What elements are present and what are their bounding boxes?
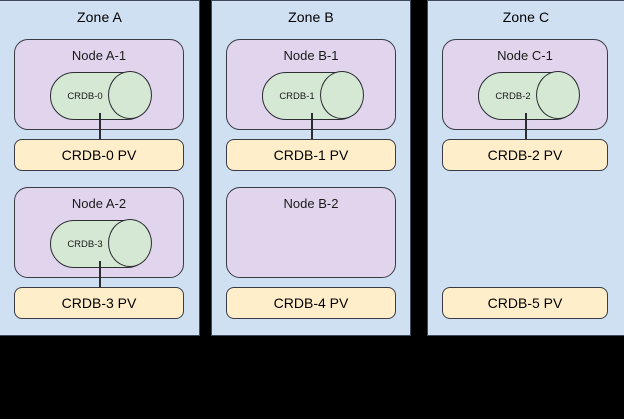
- node-box-b-2[interactable]: Node B-2: [226, 187, 396, 278]
- database-label-crdb-0: CRDB-0: [67, 90, 103, 102]
- zone-title-c: Zone C: [502, 9, 550, 25]
- database-label-crdb-1: CRDB-1: [279, 90, 315, 102]
- node-label-a-1: Node A-1: [71, 48, 127, 63]
- zone-panel-c[interactable]: Zone C Node C-1 CRDB-2 CRDB-2 PV CRDB-5 …: [427, 0, 624, 336]
- node-box-b-1[interactable]: Node B-1 CRDB-1: [226, 39, 396, 130]
- connector-line-crdb-0: [99, 113, 101, 139]
- pv-box-crdb-1[interactable]: CRDB-1 PV: [226, 139, 396, 171]
- database-label-crdb-2: CRDB-2: [495, 90, 531, 102]
- node-label-b-2: Node B-2: [283, 196, 339, 211]
- database-cylinder-crdb-1[interactable]: CRDB-1: [262, 71, 364, 120]
- node-box-a-1[interactable]: Node A-1 CRDB-0: [14, 39, 184, 130]
- node-box-c-1[interactable]: Node C-1 CRDB-2: [442, 39, 608, 130]
- cylinder-end-cap: [108, 219, 152, 267]
- zone-title-b: Zone B: [288, 9, 334, 25]
- pv-box-crdb-4[interactable]: CRDB-4 PV: [226, 287, 396, 319]
- database-cylinder-crdb-0[interactable]: CRDB-0: [50, 71, 152, 120]
- database-cylinder-crdb-3[interactable]: CRDB-3: [50, 219, 152, 268]
- database-cylinder-crdb-2[interactable]: CRDB-2: [478, 71, 580, 120]
- connector-line-crdb-2: [525, 113, 527, 139]
- node-label-c-1: Node C-1: [497, 48, 553, 63]
- zone-panel-b[interactable]: Zone B Node B-1 CRDB-1 CRDB-1 PV Node B-…: [211, 0, 411, 336]
- connector-line-crdb-1: [311, 113, 313, 139]
- database-label-crdb-3: CRDB-3: [67, 238, 103, 250]
- cylinder-end-cap: [320, 71, 364, 119]
- zone-title-a: Zone A: [77, 9, 122, 25]
- pv-box-crdb-0[interactable]: CRDB-0 PV: [14, 139, 184, 171]
- pv-box-crdb-3[interactable]: CRDB-3 PV: [14, 287, 184, 319]
- cylinder-end-cap: [536, 71, 580, 119]
- pv-box-crdb-5[interactable]: CRDB-5 PV: [442, 287, 608, 319]
- node-box-a-2[interactable]: Node A-2 CRDB-3: [14, 187, 184, 278]
- zone-panel-a[interactable]: Zone A Node A-1 CRDB-0 CRDB-0 PV Node A-…: [0, 0, 200, 336]
- node-label-b-1: Node B-1: [283, 48, 339, 63]
- connector-line-crdb-3: [99, 261, 101, 287]
- pv-box-crdb-2[interactable]: CRDB-2 PV: [442, 139, 608, 171]
- node-label-a-2: Node A-2: [71, 196, 127, 211]
- cylinder-end-cap: [108, 71, 152, 119]
